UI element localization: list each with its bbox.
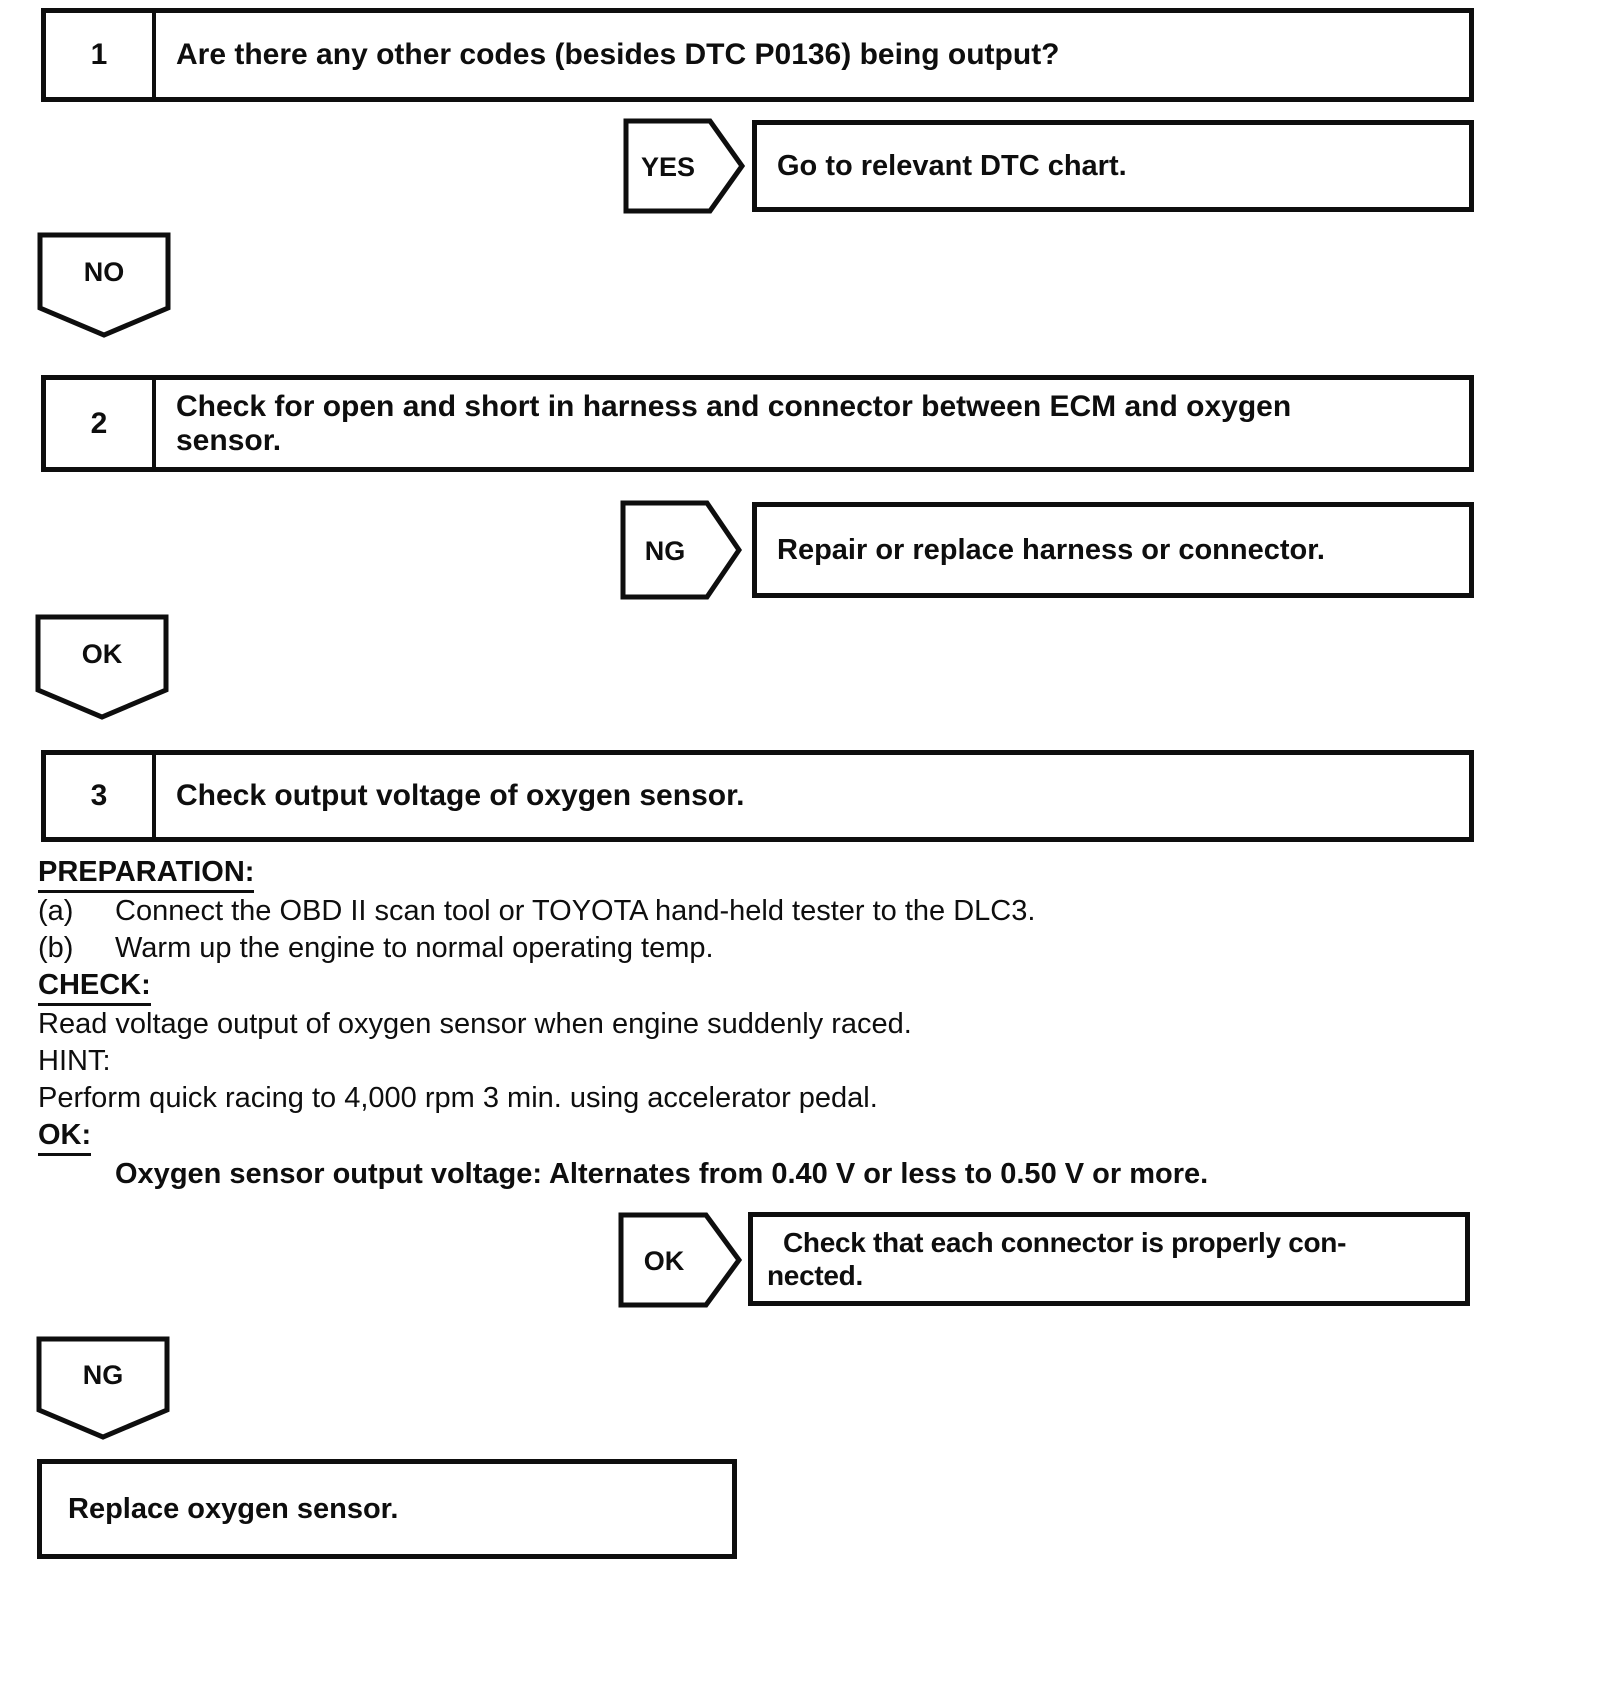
final-action-box: Replace oxygen sensor. [37,1459,737,1559]
result-text: Repair or replace harness or connector. [777,533,1325,566]
result-box-dtc-chart: Go to relevant DTC chart. [752,120,1474,212]
no-arrow-label: NO [84,257,125,287]
step-3-number: 3 [46,755,156,837]
ok-right-arrow: OK [618,1212,742,1308]
yes-arrow-label: YES [641,152,695,182]
item-a-text: Connect the OBD II scan tool or TOYOTA h… [115,895,1036,927]
yes-arrow-shape [623,118,745,214]
step-2-title: Check for open and short in harness and … [176,389,1292,457]
result-box-repair-harness: Repair or replace harness or connector. [752,502,1474,598]
ng-arrow: NG [620,500,742,600]
ok-heading-label: OK: [38,1119,92,1156]
preparation-item-b: (b) Warm up the engine to normal operati… [38,930,1458,967]
no-arrow-shape [37,232,171,338]
preparation-heading-label: PREPARATION: [38,856,255,893]
ok-down-arrow: OK [35,614,169,720]
ok-spec-text: Oxygen sensor output voltage: Alternates… [115,1158,1209,1190]
step-2-box: 2 Check for open and short in harness an… [41,375,1474,472]
step-2-number: 2 [46,380,156,467]
check-heading: CHECK: [38,967,1458,1006]
ng-arrow-label: NG [645,536,686,566]
hint-heading: HINT: [38,1045,111,1077]
step-1-title: Are there any other codes (besides DTC P… [176,38,1060,71]
result-text: Go to relevant DTC chart. [777,149,1127,182]
item-a-label: (a) [38,895,74,927]
hint-text: Perform quick racing to 4,000 rpm 3 min.… [38,1082,878,1114]
preparation-item-a: (a) Connect the OBD II scan tool or TOYO… [38,893,1458,930]
ng-down-arrow-label: NG [83,1360,124,1390]
step-1-number: 1 [46,13,156,97]
item-b-text: Warm up the engine to normal operating t… [115,932,714,964]
ok-heading: OK: [38,1117,1458,1156]
ok-down-arrow-shape [35,614,169,720]
step-1-box: 1 Are there any other codes (besides DTC… [41,8,1474,102]
check-text: Read voltage output of oxygen sensor whe… [38,1008,912,1040]
procedure-text-block: PREPARATION: (a) Connect the OBD II scan… [38,854,1458,1193]
ok-right-arrow-label: OK [644,1246,685,1276]
ok-right-arrow-shape [618,1212,742,1308]
no-arrow: NO [37,232,171,338]
yes-arrow: YES [623,118,745,214]
check-heading-label: CHECK: [38,969,151,1006]
result-text: Check that each connector is properly co… [767,1227,1347,1291]
ng-down-arrow: NG [36,1336,170,1440]
ng-down-arrow-shape [36,1336,170,1440]
step-3-box: 3 Check output voltage of oxygen sensor. [41,750,1474,842]
ok-down-arrow-label: OK [82,639,123,669]
step-3-title: Check output voltage of oxygen sensor. [176,779,745,812]
final-action-text: Replace oxygen sensor. [68,1492,399,1525]
result-box-check-connector: Check that each connector is properly co… [748,1212,1470,1306]
ng-arrow-shape [620,500,742,600]
item-b-label: (b) [38,932,74,964]
preparation-heading: PREPARATION: [38,854,1458,893]
